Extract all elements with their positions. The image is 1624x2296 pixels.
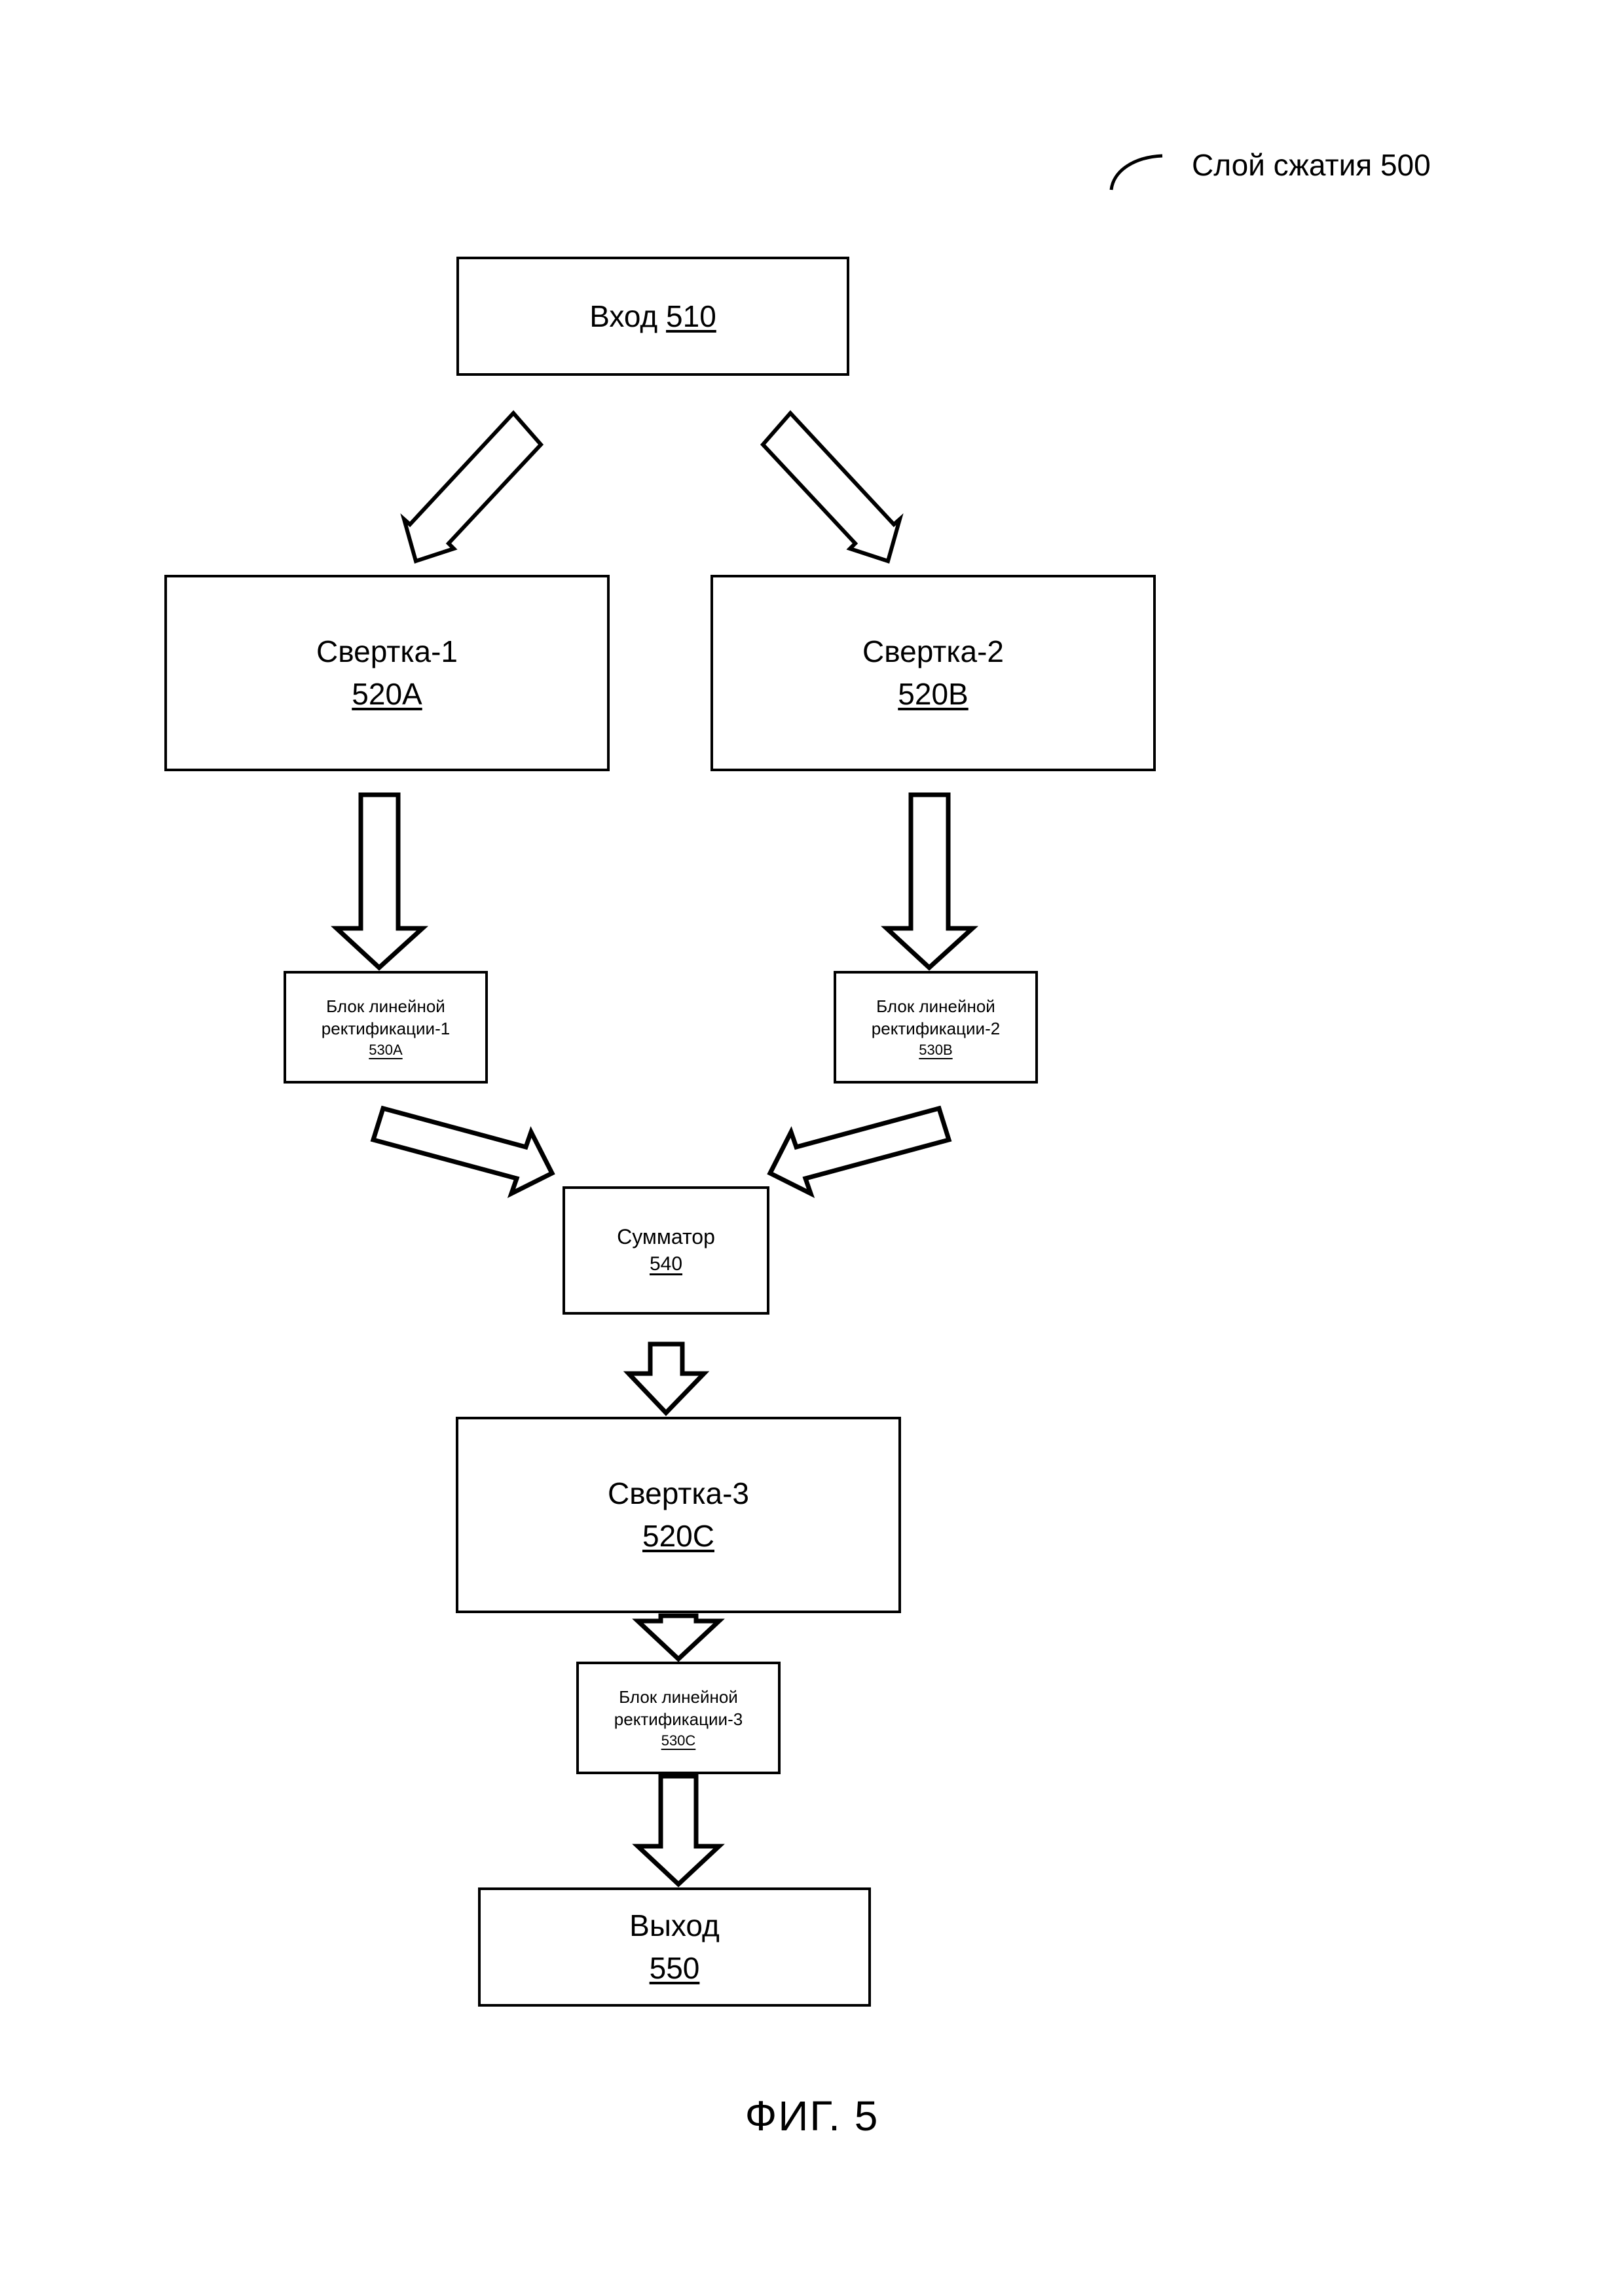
arrow-conv3-to-relu3-shape-icon — [632, 1613, 725, 1662]
arrow-relu2-to-summator-icon — [767, 1105, 952, 1198]
node-output-title: Выход — [629, 1908, 720, 1943]
node-conv3-ref: 520C — [642, 1519, 714, 1553]
arrow-input-to-conv1-icon — [400, 410, 544, 564]
node-relu3-ref: 530C — [661, 1732, 696, 1749]
layer-label: Слой сжатия 500 — [1192, 148, 1431, 182]
node-conv1: Свертка-1 520A — [164, 575, 610, 771]
node-conv1-title: Свертка-1 — [316, 634, 458, 669]
arrow-input-to-conv2-icon — [760, 410, 904, 564]
node-summator-title: Сумматор — [617, 1225, 715, 1249]
arrow-conv1-to-relu1-icon — [331, 792, 429, 971]
node-conv3-title: Свертка-3 — [608, 1476, 749, 1511]
node-relu1-ref: 530A — [369, 1042, 403, 1059]
node-relu1-line1: Блок линейной — [326, 996, 445, 1016]
layer-leader-line-icon — [1109, 154, 1163, 191]
node-conv2-title: Свертка-2 — [862, 634, 1004, 669]
node-input: Вход 510 — [456, 257, 849, 376]
node-input-title: Вход — [589, 299, 658, 333]
node-relu1: Блок линейной ректификации-1 530A — [284, 971, 488, 1084]
node-conv1-ref: 520A — [352, 677, 422, 711]
figure-caption: ФИГ. 5 — [745, 2092, 879, 2140]
node-output-ref: 550 — [649, 1951, 700, 1985]
node-input-ref: 510 — [666, 299, 716, 333]
node-relu3-line2: ректификации-3 — [614, 1709, 743, 1729]
node-summator-ref: 540 — [649, 1253, 683, 1275]
node-conv2: Свертка-2 520B — [710, 575, 1156, 771]
node-relu2-line1: Блок линейной — [876, 996, 995, 1016]
node-conv2-ref: 520B — [898, 677, 969, 711]
arrow-conv2-to-relu2-icon — [881, 792, 979, 971]
arrow-relu1-to-summator-icon — [370, 1105, 555, 1198]
node-relu1-line2: ректификации-1 — [321, 1018, 451, 1038]
node-relu2-line2: ректификации-2 — [871, 1018, 1001, 1038]
node-conv3: Свертка-3 520C — [456, 1417, 901, 1613]
node-relu3: Блок линейной ректификации-3 530C — [576, 1662, 781, 1774]
node-summator: Сумматор 540 — [563, 1186, 769, 1315]
arrow-relu3-to-output-icon — [632, 1774, 725, 1887]
node-relu3-line1: Блок линейной — [619, 1686, 738, 1707]
node-relu2: Блок линейной ректификации-2 530B — [834, 971, 1038, 1084]
arrow-summator-to-conv3-icon — [623, 1341, 710, 1417]
node-relu2-ref: 530B — [919, 1042, 953, 1059]
node-output: Выход 550 — [478, 1887, 871, 2007]
